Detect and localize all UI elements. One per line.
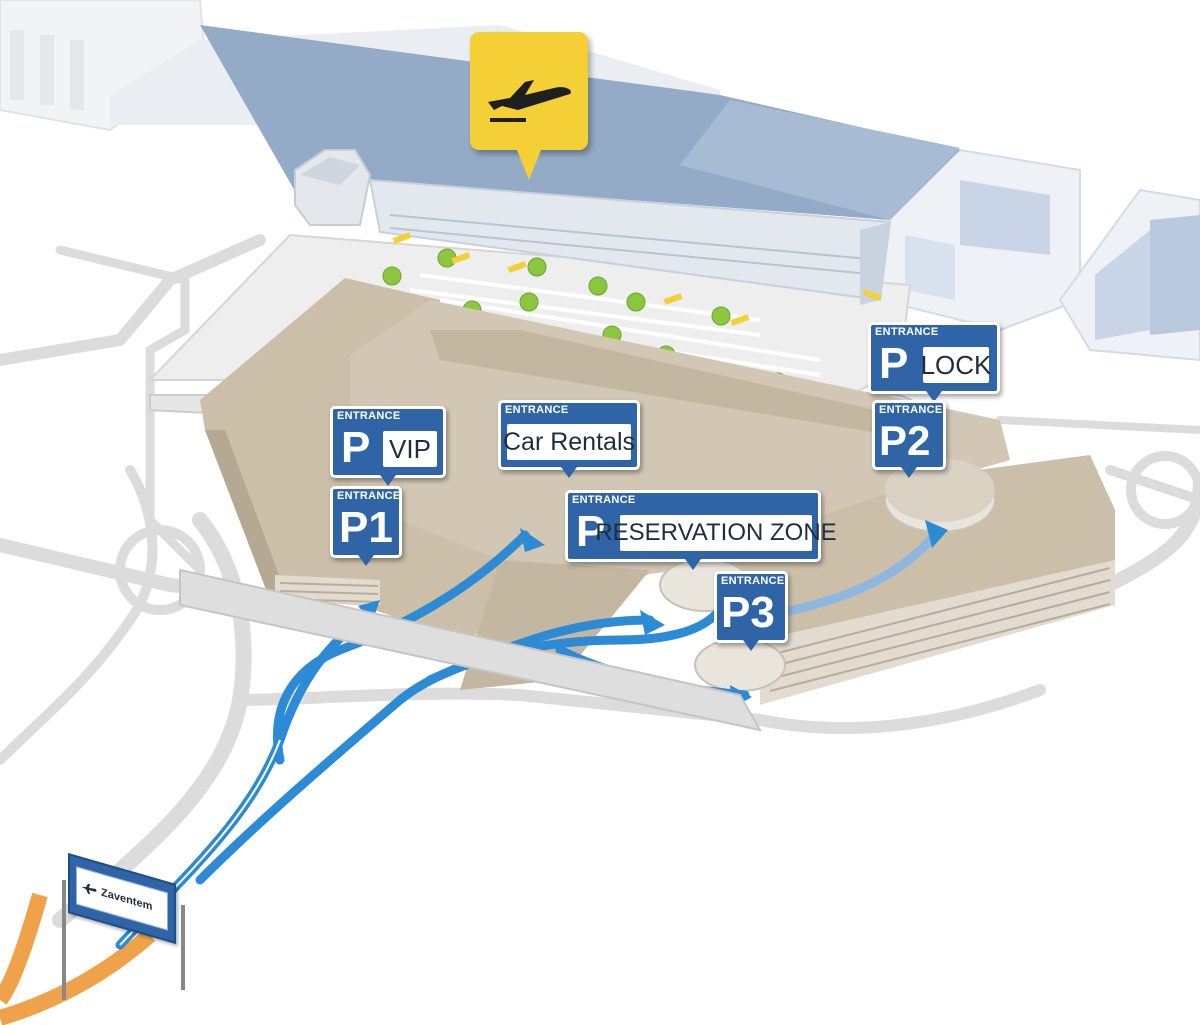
entrance-label: ENTRANCE	[875, 326, 939, 338]
car-rentals-label: Car Rentals	[503, 424, 635, 460]
airplane-icon	[81, 883, 97, 895]
parking-letter: P	[879, 339, 909, 388]
entrance-label: ENTRANCE	[505, 404, 569, 416]
entrance-label: ENTRANCE	[337, 410, 401, 422]
zaventem-road-sign: Zaventem	[68, 853, 176, 944]
background-buildings	[879, 148, 1200, 362]
vip-label: VIP	[383, 431, 437, 467]
terminal-departures-pin[interactable]	[470, 32, 588, 180]
road-sign-panel: Zaventem	[76, 866, 168, 931]
p2-label: P2	[879, 417, 931, 464]
reservation-zone-label: RESERVATION ZONE	[595, 515, 837, 551]
pin-entrance-p3[interactable]: ENTRANCE P3	[714, 571, 788, 651]
destination-label: Zaventem	[101, 886, 153, 914]
overpass-bridge	[179, 568, 762, 732]
entrance-label: ENTRANCE	[337, 490, 401, 502]
sign-posts	[62, 880, 185, 1000]
parking-letter: P	[576, 507, 606, 556]
pin-entrance-vip[interactable]: ENTRANCE P VIP	[330, 406, 446, 486]
road-network	[0, 234, 1200, 928]
p3-label: P3	[721, 588, 775, 637]
entrance-label: ENTRANCE	[721, 575, 785, 587]
pin-entrance-p1[interactable]: ENTRANCE P1	[330, 486, 402, 566]
pin-entrance-car-rentals[interactable]: ENTRANCE Car Rentals	[498, 400, 640, 478]
entrance-label: ENTRANCE	[572, 494, 636, 506]
highway	[0, 892, 156, 1025]
lock-label: LOCK	[921, 347, 991, 383]
yellow-arrows	[392, 232, 882, 326]
entrance-label: ENTRANCE	[879, 404, 943, 416]
pin-entrance-reservation-zone[interactable]: ENTRANCE P RESERVATION ZONE	[565, 490, 837, 570]
pin-entrance-lock[interactable]: ENTRANCE P LOCK	[868, 322, 1000, 402]
airplane-departure-icon	[488, 80, 571, 122]
parking-letter: P	[341, 423, 371, 472]
pin-entrance-p2[interactable]: ENTRANCE P2	[872, 400, 946, 478]
p1-label: P1	[339, 503, 393, 552]
